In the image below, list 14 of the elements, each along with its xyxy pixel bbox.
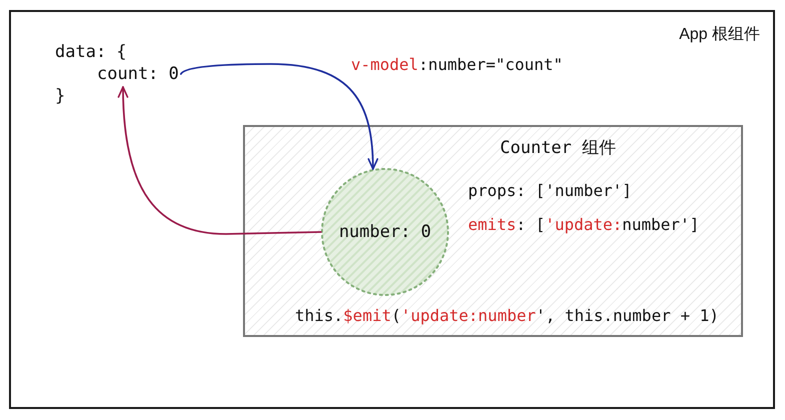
- root-component-box: [9, 10, 775, 409]
- curved-arrow: [118, 86, 322, 235]
- code-text: count: 0: [97, 63, 179, 85]
- child-component-box: [243, 125, 743, 337]
- code-text: this.$emit('update:number', this.number + 1): [295, 305, 719, 327]
- code-text: }: [55, 85, 66, 107]
- component-title: App 根组件: [679, 25, 760, 45]
- code-text: props: ['number']: [468, 180, 632, 202]
- component-title: Counter 组件: [500, 137, 616, 159]
- code-text: number: 0: [338, 221, 432, 243]
- curved-arrow: [180, 63, 378, 170]
- code-text: data: {: [55, 41, 127, 63]
- dashed-circle: [321, 168, 449, 296]
- code-text: emits: ['update:number']: [468, 214, 700, 236]
